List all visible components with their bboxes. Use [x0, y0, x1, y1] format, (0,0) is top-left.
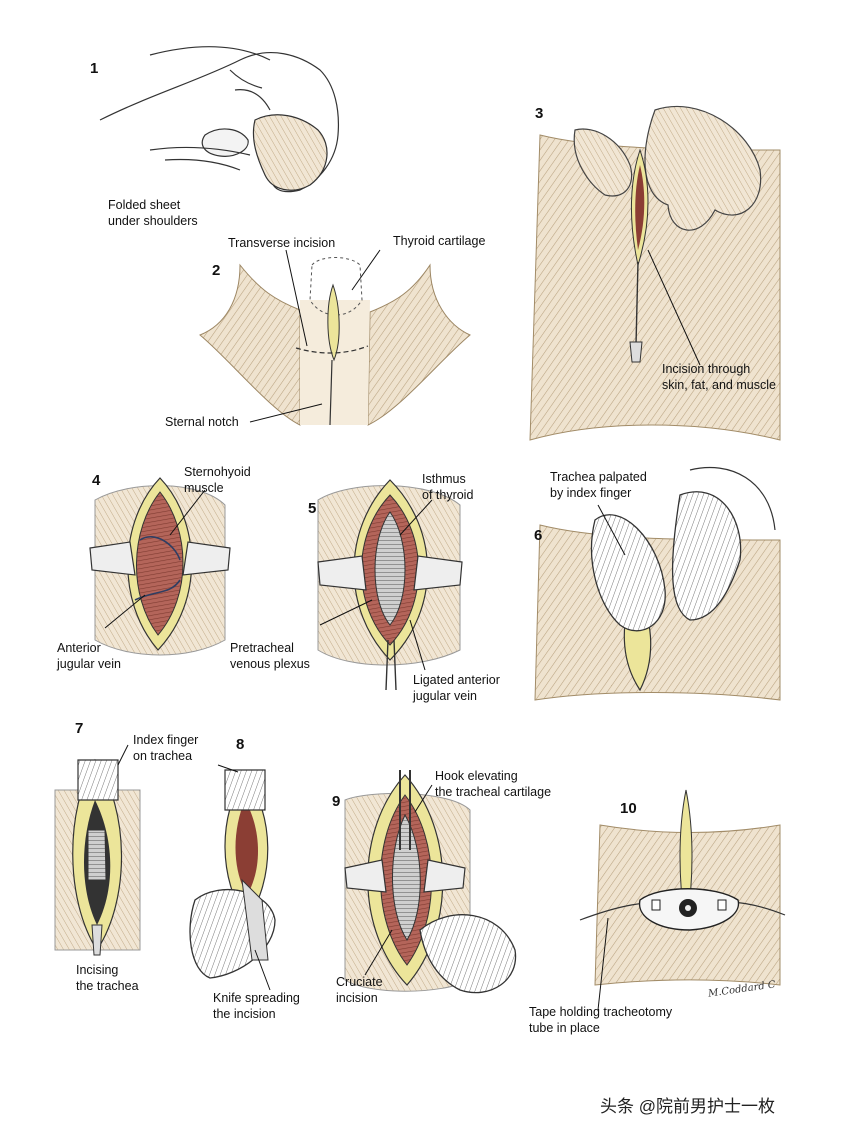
label-anterior-jugular-vein: Anterior jugular vein — [57, 641, 121, 671]
panel-10-figure — [579, 789, 786, 1011]
panel-9-figure — [344, 770, 517, 994]
watermark-text: 头条 @院前男护士一枚 — [600, 1097, 775, 1116]
panel-2-figure — [199, 249, 471, 426]
label-sternohyoid-muscle: Sternohyoid muscle — [184, 465, 251, 495]
panel-number-2: 2 — [212, 262, 221, 279]
label-sternal-notch: Sternal notch — [165, 415, 239, 429]
panel-6-figure — [534, 466, 781, 701]
label-incising-trachea: Incising the trachea — [76, 963, 139, 993]
label-folded-sheet: Folded sheet under shoulders — [108, 198, 198, 228]
label-index-finger: Index finger on trachea — [133, 733, 199, 763]
panel-number-8: 8 — [236, 736, 245, 753]
label-thyroid-cartilage: Thyroid cartilage — [393, 234, 486, 248]
panel-number-9: 9 — [332, 793, 341, 810]
panel-number-7: 7 — [75, 720, 84, 737]
panel-3-figure — [529, 105, 781, 441]
label-ligated-jugular-vein: Ligated anterior jugular vein — [413, 673, 500, 703]
label-incision-through: Incision through skin, fat, and muscle — [662, 362, 776, 392]
panel-number-1: 1 — [90, 60, 99, 77]
label-hook-elevating: Hook elevating the tracheal cartilage — [435, 769, 552, 799]
panel-number-3: 3 — [535, 105, 544, 122]
label-tape-holding: Tape holding tracheotomy tube in place — [529, 1005, 673, 1035]
label-cruciate-incision: Cruciate incision — [336, 975, 383, 1005]
label-trachea-palpated: Trachea palpated by index finger — [550, 470, 647, 500]
label-isthmus-of-thyroid: Isthmus of thyroid — [422, 472, 474, 502]
panel-4-figure — [89, 477, 231, 656]
panel-number-5: 5 — [308, 500, 317, 517]
label-pretracheal-plexus: Pretracheal venous plexus — [230, 641, 310, 671]
panel-number-4: 4 — [92, 472, 101, 489]
panel-number-10: 10 — [620, 800, 637, 817]
panel-7-figure — [54, 744, 141, 956]
panel-5-figure — [317, 479, 463, 691]
panel-number-6: 6 — [534, 527, 543, 544]
label-transverse-incision: Transverse incision — [228, 236, 336, 250]
label-knife-spreading: Knife spreading the incision — [213, 991, 300, 1021]
panel-1-figure — [99, 46, 340, 193]
panel-8-figure — [189, 764, 276, 991]
